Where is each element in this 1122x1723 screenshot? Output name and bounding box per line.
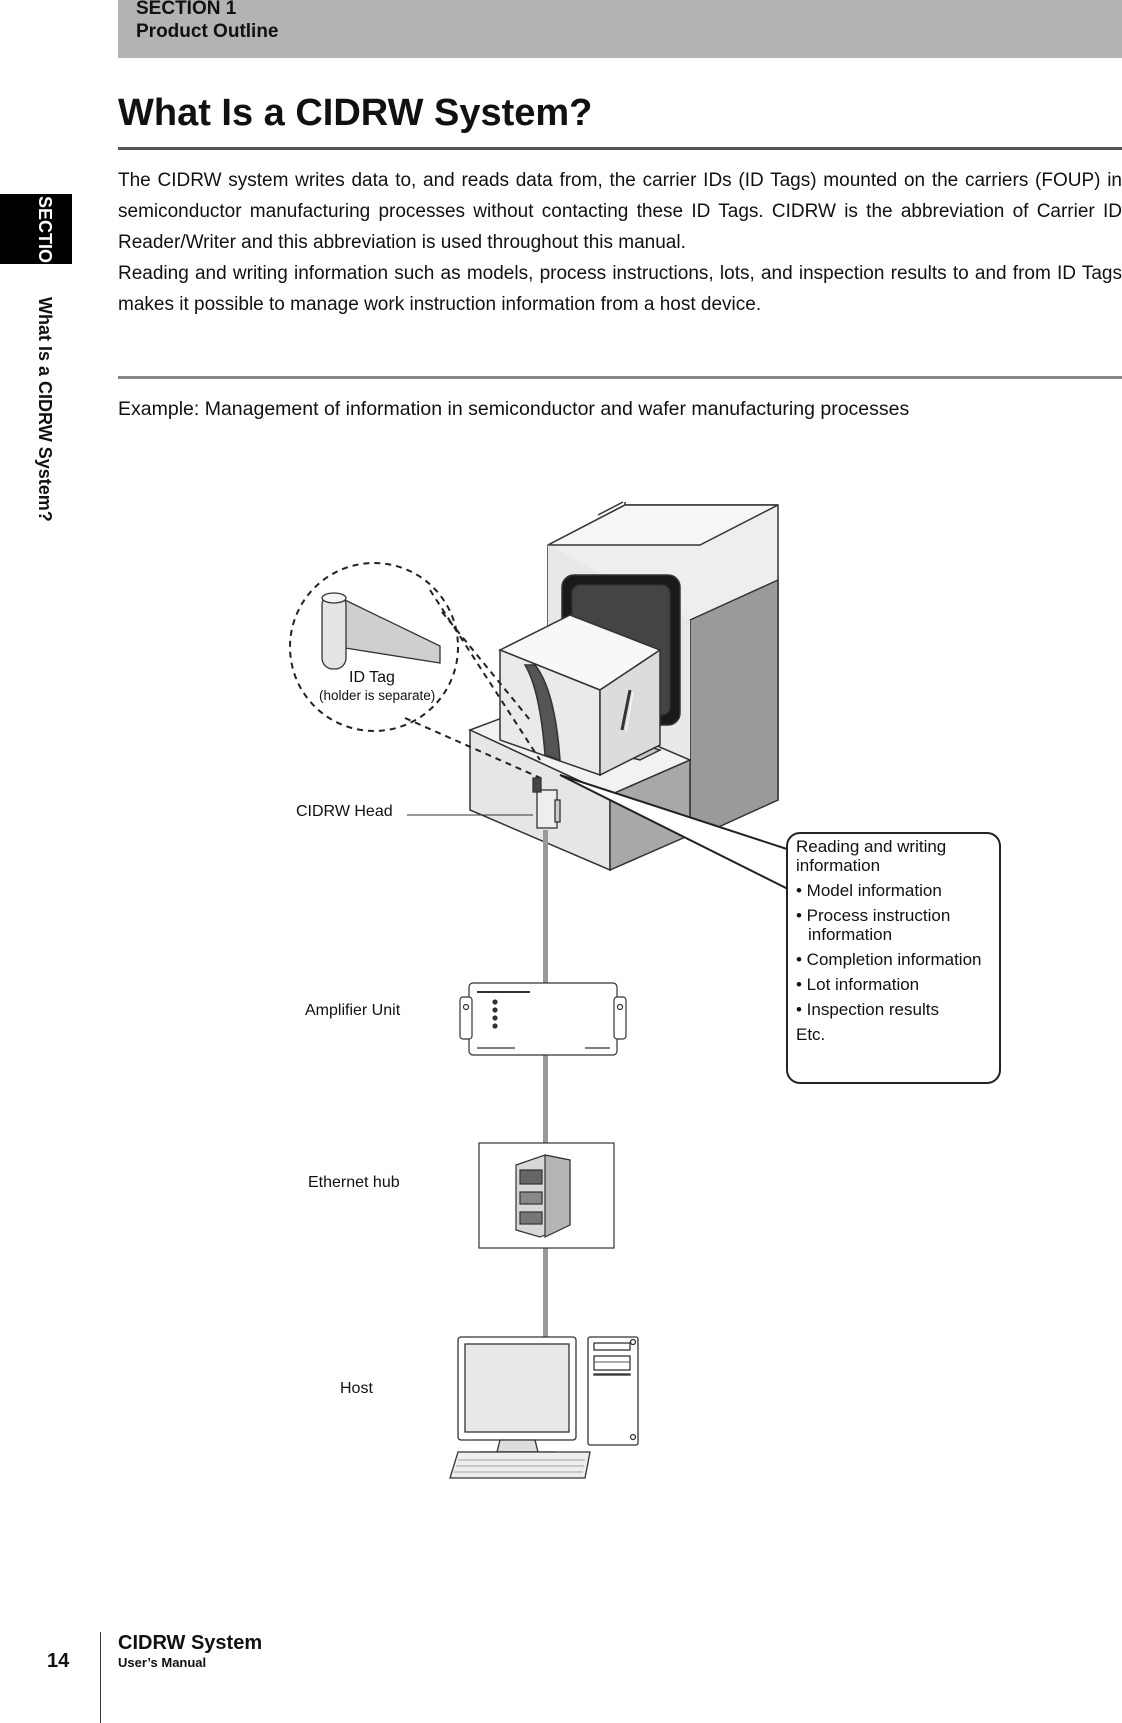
header-subtitle: Product Outline [136,21,279,42]
host-label: Host [340,1380,373,1397]
amplifier-unit-device [459,982,627,1056]
page-title: What Is a CIDRW System? [118,92,593,134]
id-tag-label: ID Tag [349,669,395,686]
example-caption: Example: Management of information in se… [118,398,910,420]
footer-divider [100,1632,101,1723]
callout-item: • Process instruction information [796,906,951,944]
section-header: SECTION 1 Product Outline [118,0,1122,58]
page-number: 14 [47,1650,70,1672]
cidrw-head-label: CIDRW Head [296,803,393,820]
ethernet-hub-label: Ethernet hub [308,1174,400,1191]
header-section: SECTION 1 [136,0,237,19]
id-tag-note: (holder is separate) [319,688,436,703]
footer-title: CIDRW System [118,1632,263,1654]
intro-paragraph-2: Reading and writing information such as … [118,263,1122,315]
callout-item: • Inspection results [796,1000,939,1019]
cidrw-head-device [532,777,561,829]
amplifier-unit-label: Amplifier Unit [305,1002,401,1019]
callout-item: • Lot information [796,975,920,994]
network-cables [543,830,548,1338]
read-write-info-callout: Reading and writing information • Model … [786,832,1001,1084]
host-computer [449,1336,639,1479]
callout-item: • Model information [796,881,942,900]
intro-paragraph-1: The CIDRW system writes data to, and rea… [118,170,1122,253]
id-tag-icon [321,592,441,670]
foup-carrier [498,614,662,777]
ethernet-hub-device [478,1142,615,1249]
id-tag-leader-lines [404,589,546,781]
footer-subtitle: User’s Manual [118,1655,207,1670]
section-rule [118,376,1122,379]
callout-title: Reading and writing information [796,837,947,875]
intro-text: The CIDRW system writes data to, and rea… [118,165,1122,320]
callout-item: • Completion information [796,950,982,969]
title-rule [118,147,1122,150]
callout-etc: Etc. [796,1025,826,1044]
side-tab [0,194,72,264]
